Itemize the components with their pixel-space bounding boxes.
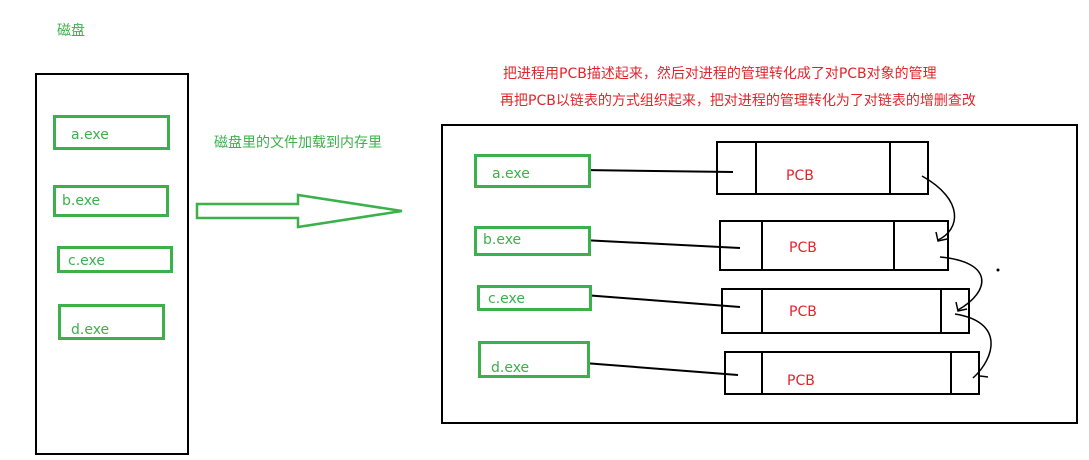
pointer-line-c xyxy=(583,294,741,308)
pcb-node-3: PCB xyxy=(721,288,970,334)
memory-file-a-label: a.exe xyxy=(492,166,530,182)
memory-file-d: d.exe xyxy=(478,341,590,378)
next-link-2-head xyxy=(955,301,968,312)
next-link-1-head xyxy=(935,231,948,242)
disk-file-a-label: a.exe xyxy=(71,127,109,143)
memory-file-b: b.exe xyxy=(474,226,591,256)
disk-title: 磁盘 xyxy=(57,23,85,39)
memory-note-line1: 把进程用PCB描述起来，然后对进程的管理转化成了对PCB对象的管理 xyxy=(503,66,937,82)
pcb-node-3-label: PCB xyxy=(789,304,817,320)
pcb-node-4-label: PCB xyxy=(787,373,815,389)
pointer-line-a xyxy=(581,169,734,173)
disk-file-c-label: c.exe xyxy=(68,253,105,269)
disk-file-b-label: b.exe xyxy=(62,193,101,209)
pointer-line-b xyxy=(581,239,741,249)
disk-file-c: c.exe xyxy=(57,246,173,273)
memory-file-b-label: b.exe xyxy=(483,232,522,248)
memory-file-d-label: d.exe xyxy=(491,360,530,376)
load-to-memory-label: 磁盘里的文件加载到内存里 xyxy=(214,135,382,151)
pcb-node-2-label: PCB xyxy=(789,240,817,256)
pcb-node-1-label: PCB xyxy=(786,168,814,184)
memory-file-c: c.exe xyxy=(477,285,592,311)
disk-file-a: a.exe xyxy=(53,115,170,150)
disk-container xyxy=(35,73,189,455)
memory-file-c-label: c.exe xyxy=(488,291,525,307)
stray-dot xyxy=(996,268,1000,272)
next-link-2 xyxy=(939,256,983,311)
disk-file-b: b.exe xyxy=(53,185,169,217)
next-link-1 xyxy=(921,175,956,241)
pcb-node-2: PCB xyxy=(719,220,949,271)
memory-container xyxy=(441,124,1078,424)
load-arrow xyxy=(195,193,403,229)
pointer-line-d xyxy=(583,362,739,376)
disk-file-d: d.exe xyxy=(58,304,165,340)
memory-note-line2: 再把PCB以链表的方式组织起来，把对进程的管理转化为了对链表的增删查改 xyxy=(500,93,976,109)
next-link-3-head xyxy=(979,375,989,378)
pcb-node-1: PCB xyxy=(716,141,929,195)
memory-file-a: a.exe xyxy=(474,154,591,188)
disk-file-d-label: d.exe xyxy=(71,322,110,338)
pcb-node-4: PCB xyxy=(724,351,980,395)
